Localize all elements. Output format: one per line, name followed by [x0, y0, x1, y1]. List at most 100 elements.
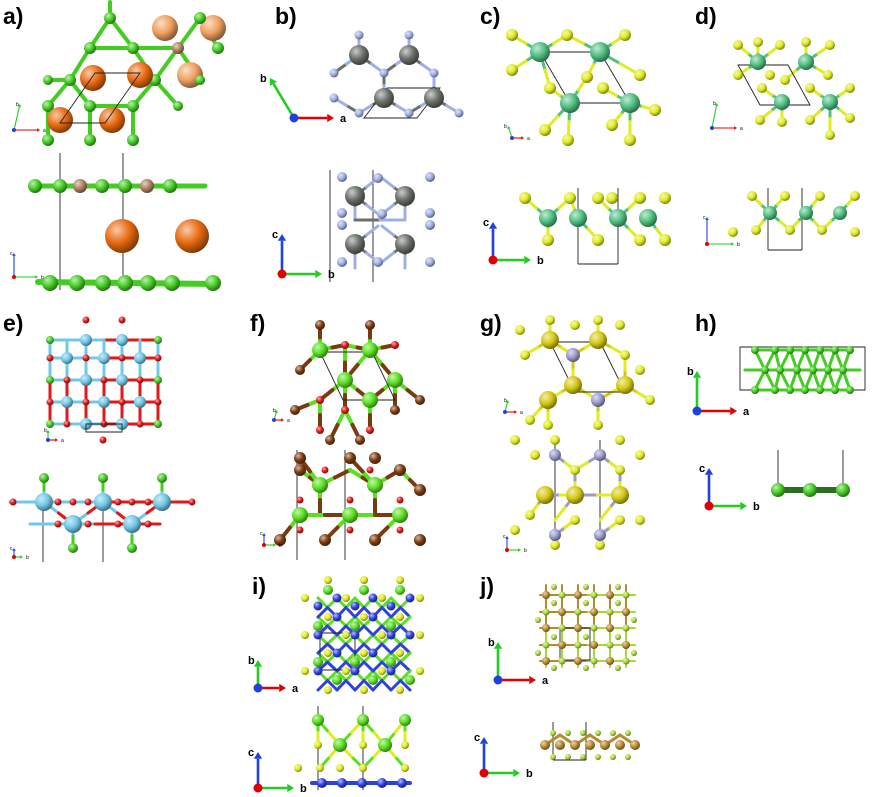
atom-light-blue	[116, 334, 128, 346]
atom-red	[84, 520, 92, 528]
atom-yellow	[539, 124, 551, 136]
bond	[581, 733, 592, 742]
atom-lavender	[549, 529, 561, 541]
atom-dark-gray	[424, 88, 444, 108]
atom-dark-gray	[395, 186, 415, 206]
atom-red	[341, 341, 349, 349]
atom-red	[118, 398, 126, 406]
atom-yellow	[615, 435, 625, 445]
axis-b-arrow-head	[513, 768, 520, 778]
atom-tan	[172, 42, 184, 54]
atom-light-blue	[94, 493, 112, 511]
atom-green	[84, 42, 96, 54]
atom-periwinkle	[425, 220, 435, 230]
atom-green	[816, 346, 824, 354]
axis-c-label: c	[272, 229, 278, 241]
atom-yellow	[360, 576, 368, 584]
atom-yellow	[645, 395, 655, 405]
atom-yellow	[342, 631, 350, 639]
atom-red	[84, 498, 92, 506]
atom-periwinkle	[425, 257, 435, 267]
atom-brown	[315, 320, 325, 330]
atom-green	[194, 12, 206, 24]
atom-red	[396, 496, 404, 504]
axis-origin-dot	[253, 683, 263, 693]
atom-green	[42, 275, 58, 291]
bond	[326, 660, 339, 673]
atom-lime	[615, 665, 621, 671]
axis-b-arrow-head	[274, 410, 278, 414]
atom-lime	[625, 730, 631, 736]
atom-red	[144, 498, 152, 506]
atom-yellow	[396, 576, 404, 584]
atom-bright-green	[362, 342, 378, 358]
axis-origin-dot	[692, 406, 702, 416]
atom-lavender	[594, 529, 606, 541]
atom-blue	[357, 778, 367, 788]
atom-yellow	[510, 435, 520, 445]
atom-yellow	[359, 741, 367, 749]
atom-yellow	[635, 365, 645, 375]
atom-green	[809, 366, 817, 374]
atom-teal	[530, 42, 550, 62]
atom-blue	[332, 593, 342, 603]
atom-bright-green	[357, 714, 369, 726]
axis-origin-dot	[12, 275, 16, 279]
bond	[362, 633, 375, 646]
axis-origin-dot	[12, 128, 16, 132]
atom-green	[786, 346, 794, 354]
atom-yellow	[780, 75, 790, 85]
atom-olive	[536, 486, 554, 504]
axis-origin-dot	[272, 418, 276, 422]
atom-yellow	[634, 192, 646, 204]
atom-yellow	[581, 71, 593, 83]
atom-red	[341, 406, 349, 414]
axis-c-label: c	[248, 747, 254, 759]
atom-yellow	[850, 191, 860, 201]
axis-a-arrow-head	[730, 406, 737, 416]
atom-lime	[558, 624, 566, 632]
atom-golden-brown	[574, 624, 582, 632]
atom-blue	[337, 778, 347, 788]
bond	[344, 596, 357, 609]
atom-periwinkle	[404, 30, 414, 40]
atom-golden-brown	[570, 740, 580, 750]
atom-teal	[774, 94, 790, 110]
atom-lime	[631, 650, 637, 656]
atom-yellow	[615, 320, 625, 330]
atom-lime	[565, 730, 571, 736]
atom-yellow	[777, 117, 787, 127]
atom-green	[154, 376, 162, 384]
atom-yellow	[324, 576, 332, 584]
atom-green	[751, 386, 759, 394]
axis-origin-dot	[505, 548, 509, 552]
bond	[380, 615, 393, 628]
atom-green	[95, 179, 109, 193]
atom-light-blue	[98, 396, 110, 408]
atom-orange	[99, 107, 125, 133]
atom-blue	[332, 612, 342, 622]
atom-green	[816, 386, 824, 394]
atom-yellow	[416, 667, 424, 675]
bond	[344, 642, 357, 655]
atom-orange	[80, 65, 106, 91]
atom-yellow	[733, 40, 743, 50]
bond	[353, 606, 366, 619]
bond	[371, 669, 384, 682]
atom-yellow	[520, 350, 530, 360]
atom-lime	[622, 657, 630, 665]
axis-b-label: b	[26, 555, 29, 561]
atom-brown	[369, 534, 381, 546]
atom-blue	[313, 630, 323, 640]
axis-b-label: b	[248, 655, 255, 667]
axis-c-arrow-head	[12, 548, 16, 551]
atom-green	[751, 346, 759, 354]
atom-lime	[535, 617, 541, 623]
axis-b-arrow	[272, 83, 296, 119]
atom-lime	[580, 754, 586, 760]
atom-green	[127, 42, 139, 54]
atom-blue	[386, 601, 396, 611]
atom-lime	[551, 600, 557, 606]
atom-golden-brown	[542, 657, 550, 665]
atom-yellow	[545, 315, 555, 325]
